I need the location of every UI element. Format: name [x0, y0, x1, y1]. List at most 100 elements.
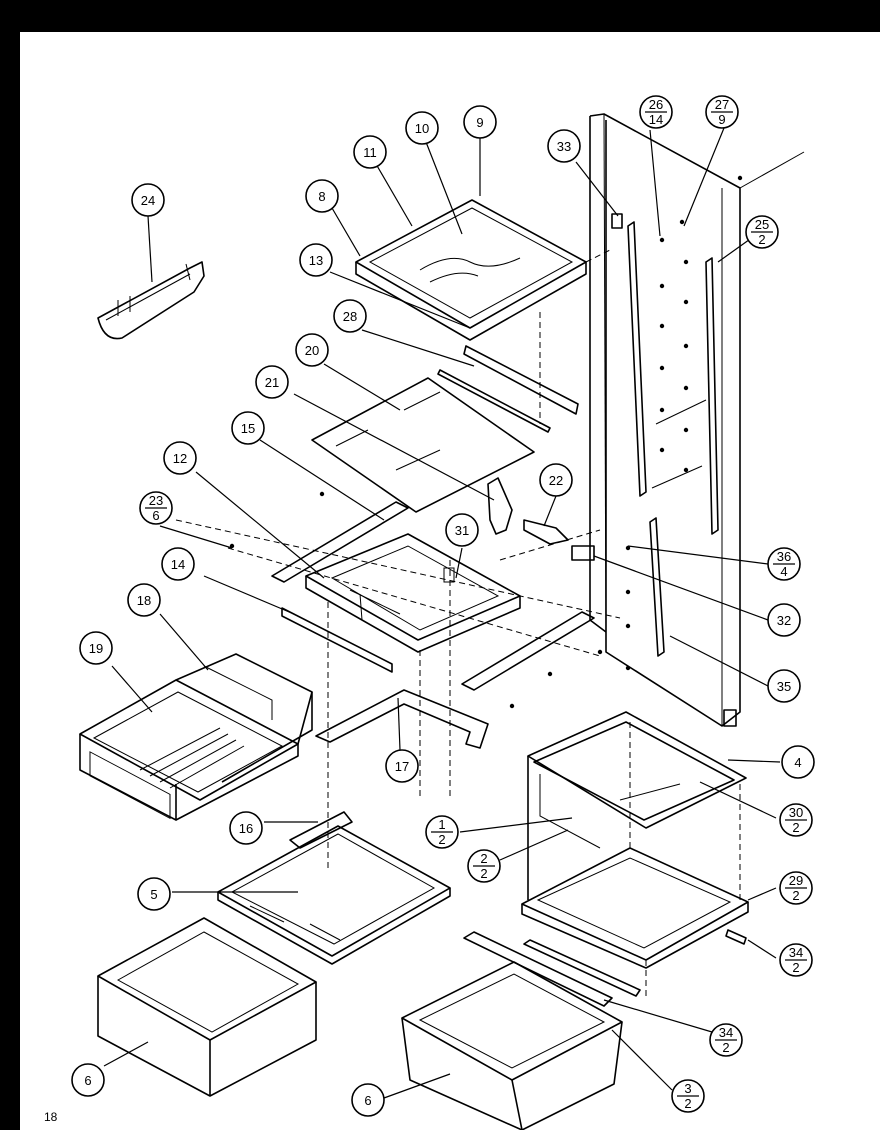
callout-c34a: 342	[779, 943, 813, 977]
callout-c14: 14	[161, 547, 195, 581]
callout-number: 12	[173, 451, 187, 466]
callout-c5: 5	[137, 877, 171, 911]
callout-c21: 21	[255, 365, 289, 399]
callout-number: 34	[719, 1025, 733, 1040]
callout-number: 17	[395, 759, 409, 774]
callout-c22: 22	[539, 463, 573, 497]
callout-number: 31	[455, 523, 469, 538]
callout-c6b: 6	[351, 1083, 385, 1117]
part-34-rail-end	[725, 929, 747, 945]
callout-number: 34	[789, 945, 803, 960]
part-right-rail	[461, 611, 595, 691]
callout-c27: 279	[705, 95, 739, 129]
part-15-rail	[271, 501, 409, 583]
part-5-shelf	[217, 825, 451, 965]
callout-quantity: 2	[438, 832, 445, 847]
callout-number: 24	[141, 193, 155, 208]
part-28-shelf-rail	[437, 345, 579, 433]
callout-c24: 24	[131, 183, 165, 217]
callout-number: 13	[309, 253, 323, 268]
part-24-door-bin	[97, 261, 205, 340]
callout-c10: 10	[405, 111, 439, 145]
leader-lines	[103, 127, 781, 1099]
callout-number: 3	[684, 1081, 691, 1096]
callout-number: 20	[305, 343, 319, 358]
part-34-rail-left	[463, 931, 613, 1007]
callout-c23: 236	[139, 491, 173, 525]
callout-c3: 32	[671, 1079, 705, 1113]
page-number: 18	[44, 1110, 58, 1124]
callout-number: 28	[343, 309, 357, 324]
part-4-crisper-cover	[527, 711, 747, 900]
callout-c19: 19	[79, 631, 113, 665]
callout-number: 11	[363, 145, 377, 160]
callout-number: 33	[557, 139, 571, 154]
callout-number: 9	[476, 115, 483, 130]
part-34-rail-right	[523, 939, 641, 997]
callout-number: 6	[84, 1073, 91, 1088]
callout-c28: 28	[333, 299, 367, 333]
callout-number: 36	[777, 549, 791, 564]
callout-c29: 292	[779, 871, 813, 905]
callout-c4: 4	[781, 745, 815, 779]
part-17-bracket	[315, 689, 489, 749]
callout-c36: 364	[767, 547, 801, 581]
callout-c12: 12	[163, 441, 197, 475]
part-6-drawer-right	[401, 961, 623, 1130]
callout-quantity: 9	[718, 112, 725, 127]
callout-number: 25	[755, 217, 769, 232]
part-6-drawer-left	[97, 917, 317, 1097]
part-cabinet-liner	[229, 113, 805, 727]
callout-number: 8	[318, 189, 325, 204]
callout-c9: 9	[463, 105, 497, 139]
callout-quantity: 2	[792, 820, 799, 835]
callout-number: 21	[265, 375, 279, 390]
callout-number: 15	[241, 421, 255, 436]
callout-c1: 12	[425, 815, 459, 849]
callout-c13: 13	[299, 243, 333, 277]
callout-quantity: 2	[792, 960, 799, 975]
callout-quantity: 2	[758, 232, 765, 247]
callout-c34b: 342	[709, 1023, 743, 1057]
callout-number: 23	[149, 493, 163, 508]
callout-number: 10	[415, 121, 429, 136]
callout-c32: 32	[767, 603, 801, 637]
callout-quantity: 6	[152, 508, 159, 523]
callout-number: 35	[777, 679, 791, 694]
callout-number: 30	[789, 805, 803, 820]
callout-number: 26	[649, 97, 663, 112]
callout-c31: 31	[445, 513, 479, 547]
callout-number: 16	[239, 821, 253, 836]
callout-number: 29	[789, 873, 803, 888]
callout-number: 19	[89, 641, 103, 656]
callout-quantity: 14	[649, 112, 663, 127]
callout-c2: 22	[467, 849, 501, 883]
callout-c16: 16	[229, 811, 263, 845]
callout-number: 22	[549, 473, 563, 488]
callout-c20: 20	[295, 333, 329, 367]
callout-quantity: 2	[684, 1096, 691, 1111]
callout-number: 27	[715, 97, 729, 112]
callout-number: 18	[137, 593, 151, 608]
callout-c33: 33	[547, 129, 581, 163]
callout-c15: 15	[231, 411, 265, 445]
part-14-rail	[281, 607, 393, 673]
callout-number: 4	[794, 755, 801, 770]
part-22-damper-control	[487, 477, 595, 561]
callout-quantity: 4	[780, 564, 787, 579]
callout-number: 5	[150, 887, 157, 902]
callout-number: 2	[480, 851, 487, 866]
part-16-clip	[289, 811, 353, 849]
callout-c8: 8	[305, 179, 339, 213]
callout-quantity: 2	[722, 1040, 729, 1055]
callout-c11: 11	[353, 135, 387, 169]
part-29-shelf-frame	[521, 847, 749, 969]
part-12-crisper-cover-frame	[305, 533, 521, 653]
callout-number: 6	[364, 1093, 371, 1108]
callout-c25: 252	[745, 215, 779, 249]
callout-number: 14	[171, 557, 185, 572]
